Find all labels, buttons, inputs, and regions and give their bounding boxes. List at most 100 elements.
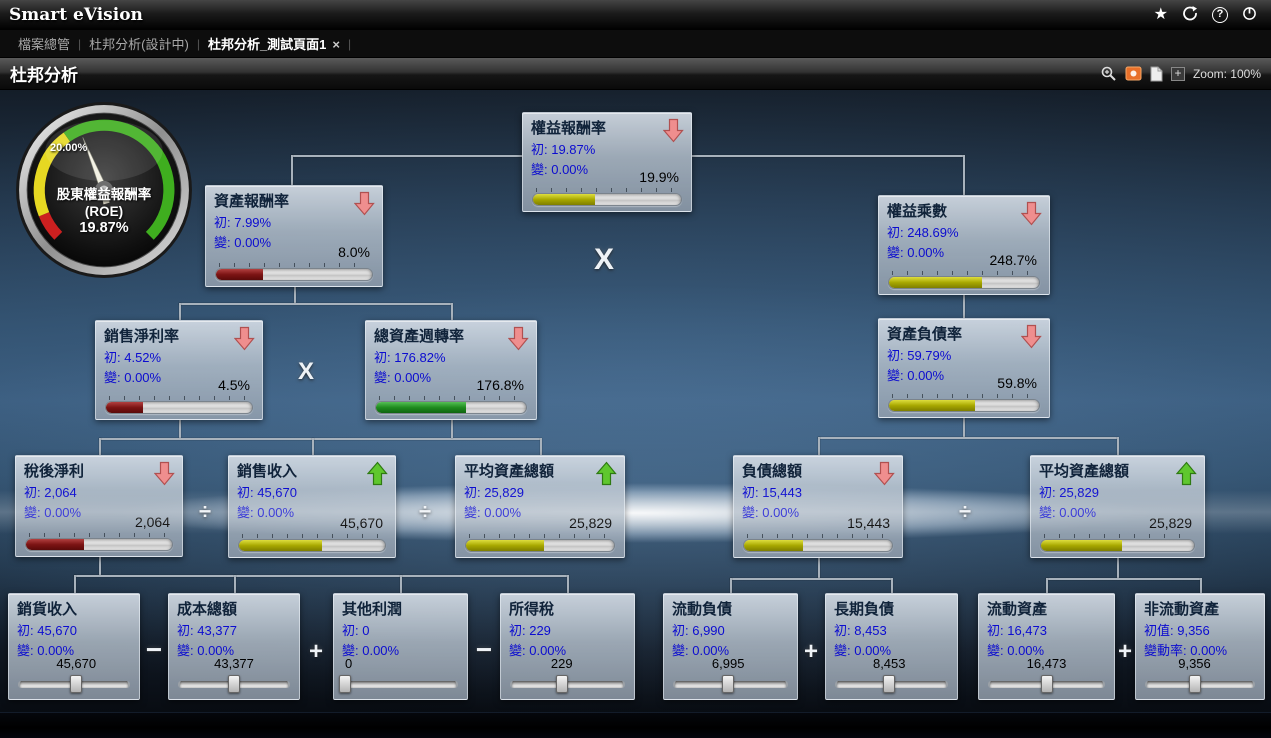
document-icon[interactable] — [1150, 66, 1163, 82]
meter-fill — [744, 540, 804, 551]
value-slider[interactable]: 16,473 — [988, 656, 1105, 693]
slider-handle[interactable] — [883, 675, 896, 693]
slider-handle[interactable] — [339, 675, 352, 693]
value-slider[interactable]: 45,670 — [18, 656, 130, 693]
slider-handle[interactable] — [1040, 675, 1053, 693]
node-change-value: 變: 0.00% — [887, 245, 945, 260]
slider-track[interactable] — [343, 681, 458, 688]
roe-gauge[interactable]: 20.00% 股東權益報酬率 (ROE) 19.87% — [14, 100, 194, 280]
slider-handle[interactable] — [555, 675, 568, 693]
value-slider[interactable]: 43,377 — [178, 656, 290, 693]
operator-subtract: − — [145, 634, 163, 665]
metric-node-debt_ratio[interactable]: 資產負債率初: 59.79%變: 0.00%59.8% — [878, 318, 1050, 418]
zoom-search-icon[interactable] — [1100, 65, 1117, 82]
meter-ticks — [1044, 534, 1191, 538]
export-ppt-icon[interactable] — [1125, 66, 1142, 81]
power-icon[interactable] — [1242, 6, 1257, 25]
operator-divide: ÷ — [198, 499, 212, 524]
gauge-scale-label: 20.00% — [50, 142, 88, 154]
help-icon[interactable]: ? — [1212, 7, 1228, 23]
operator-add: + — [1117, 638, 1133, 665]
metric-node-net_profit_margin[interactable]: 銷售淨利率初: 4.52%變: 0.00%4.5% — [95, 320, 263, 420]
trend-down-icon — [1020, 201, 1042, 231]
connector-line — [963, 418, 965, 437]
trend-up-icon — [595, 461, 617, 491]
slider-value: 45,670 — [56, 656, 97, 671]
meter-ticks — [469, 534, 611, 538]
node-display-value: 4.5% — [218, 377, 250, 393]
value-slider[interactable]: 6,995 — [673, 656, 788, 693]
node-title: 成本總額 — [177, 601, 238, 618]
node-display-value: 15,443 — [847, 515, 890, 531]
meter-fill — [466, 540, 545, 551]
tab-test-page[interactable]: 杜邦分析_測試頁面1× — [200, 34, 348, 53]
node-display-value: 45,670 — [340, 515, 383, 531]
value-slider[interactable]: 0 — [339, 656, 458, 693]
meter-ticks — [747, 534, 889, 538]
node-initial-value: 初: 19.87% — [531, 142, 596, 157]
metric-node-asset_turnover[interactable]: 總資產週轉率初: 176.82%變: 0.00%176.8% — [365, 320, 537, 420]
metric-node-roe[interactable]: 權益報酬率初: 19.87%變: 0.00%19.9% — [522, 112, 692, 212]
gauge-dial — [16, 102, 192, 278]
slider-handle[interactable] — [228, 675, 240, 693]
node-title: 非流動資產 — [1144, 601, 1220, 618]
node-title: 資產報酬率 — [214, 193, 290, 210]
node-initial-value: 初: 0 — [342, 623, 370, 638]
tab-file-manager[interactable]: 檔案總管 — [18, 37, 71, 52]
tab-design[interactable]: 杜邦分析(設計中) — [89, 37, 189, 52]
node-display-value: 25,829 — [1149, 515, 1192, 531]
connector-line — [74, 575, 567, 577]
node-initial-value: 初: 248.69% — [887, 225, 959, 240]
connector-line — [1117, 437, 1119, 455]
connector-line — [74, 575, 76, 593]
meter-track — [375, 401, 527, 414]
value-slider[interactable]: 9,356 — [1145, 656, 1255, 693]
node-change-value: 變: 0.00% — [342, 643, 400, 658]
connector-line — [730, 578, 732, 593]
slider-handle[interactable] — [1188, 675, 1201, 693]
node-display-value: 8.0% — [338, 244, 370, 260]
trend-up-icon — [1175, 461, 1197, 491]
meter-fill — [1041, 540, 1123, 551]
gauge-caption: 股東權益報酬率 (ROE) 19.87% — [14, 186, 194, 237]
meter-ticks — [379, 396, 523, 400]
refresh-icon[interactable] — [1182, 5, 1198, 25]
slider-value: 8,453 — [872, 656, 906, 671]
value-slider[interactable]: 229 — [510, 656, 625, 693]
node-initial-value: 初: 7.99% — [214, 215, 272, 230]
node-initial-value: 初值: 9,356 — [1144, 623, 1210, 638]
slider-handle[interactable] — [722, 675, 735, 693]
zoom-in-button[interactable]: + — [1170, 66, 1185, 81]
slider-handle[interactable] — [70, 675, 83, 693]
connector-line — [291, 155, 522, 157]
meter-bar — [238, 534, 386, 552]
tab-close-icon[interactable]: × — [332, 37, 340, 52]
favorite-star-icon[interactable]: ★ — [1153, 6, 1168, 23]
metric-node-roa[interactable]: 資產報酬率初: 7.99%變: 0.00%8.0% — [205, 185, 383, 287]
operator-subtract: − — [475, 634, 493, 665]
meter-ticks — [892, 394, 1036, 398]
connector-line — [451, 420, 453, 438]
node-title: 總資產週轉率 — [374, 328, 465, 345]
node-initial-value: 初: 176.82% — [374, 350, 446, 365]
view-toolbar: + Zoom: 100% — [1100, 65, 1271, 82]
connector-line — [400, 575, 402, 593]
connector-line — [1200, 578, 1202, 593]
metric-node-equity_multiplier[interactable]: 權益乘數初: 248.69%變: 0.00%248.7% — [878, 195, 1050, 295]
trend-down-icon — [507, 326, 529, 356]
node-title: 所得稅 — [509, 601, 555, 618]
value-slider[interactable]: 8,453 — [835, 656, 948, 693]
